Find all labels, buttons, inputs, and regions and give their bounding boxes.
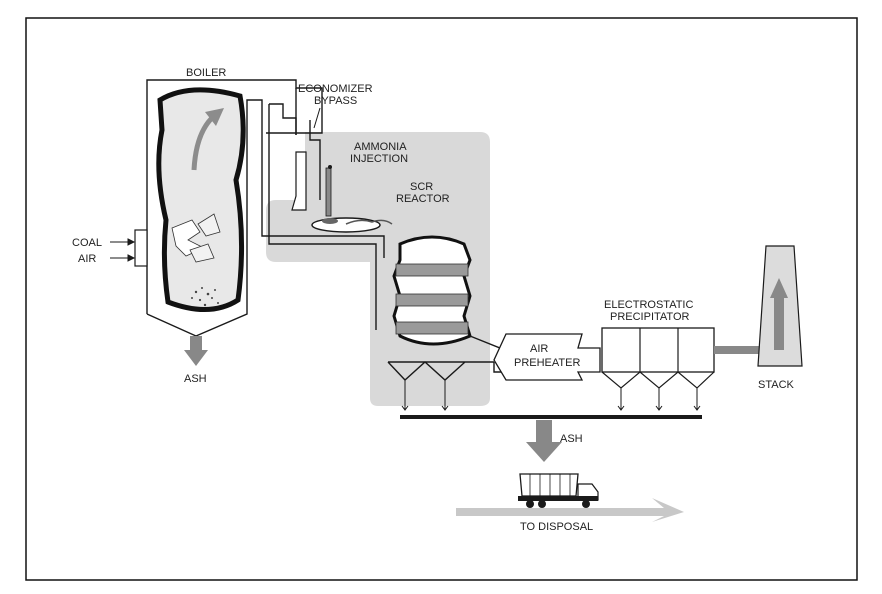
air-preheater-label-line1: AIR: [530, 343, 548, 355]
boiler-label: BOILER: [186, 67, 226, 79]
ammonia-label-line2: INJECTION: [350, 153, 408, 165]
air-label: AIR: [78, 253, 96, 265]
stack-duct: [714, 346, 780, 354]
stack-label: STACK: [758, 379, 795, 391]
stack-flue-arrowhead: [770, 278, 788, 298]
coal-label: COAL: [72, 237, 102, 249]
furnace-gas-arrowhead: [205, 108, 224, 126]
air-preheater: [493, 333, 601, 381]
burner-flame-icon: [171, 213, 221, 263]
ash-collection-label: ASH: [560, 433, 583, 445]
ammonia-injection-base: [322, 218, 338, 224]
furnace-flame-outline: [156, 87, 246, 313]
economizer-bypass-duct: [295, 88, 321, 200]
esp-label-line2: PRECIPITATOR: [610, 311, 690, 323]
economizer-label-line1: ECONOMIZER: [298, 83, 373, 95]
stack-flue-arrow: [774, 296, 784, 350]
boiler-ash-arrow-head: [184, 350, 208, 366]
disposal-road-arrow: [456, 498, 684, 522]
economizer-label-line2: BYPASS: [314, 95, 357, 107]
economizer-bypass-pointer: [313, 107, 321, 129]
scr-label-line1: SCR: [410, 181, 433, 193]
ash-drop-lines: [401, 380, 701, 411]
boiler-ash-arrow-shaft: [190, 336, 202, 352]
ammonia-injection-point: [328, 165, 332, 169]
ammonia-label-line1: AMMONIA: [354, 141, 407, 153]
air-preheater-label-line2: PREHEATER: [514, 357, 580, 369]
scr-catalyst-layers: [395, 263, 469, 335]
economizer-bank: [291, 151, 307, 211]
ammonia-mix-wisp: [345, 219, 393, 225]
coal-air-inlet-arrows: [110, 238, 136, 262]
scr-inlet-duct: [306, 235, 385, 330]
to-disposal-label: TO DISPOSAL: [520, 521, 593, 533]
boiler-ash-label: ASH: [184, 373, 207, 385]
ash-down-arrow-head: [526, 442, 562, 462]
ammonia-injection-grid: [311, 217, 381, 233]
ash-particles-icon: [191, 287, 219, 307]
scr-label-line2: REACTOR: [396, 193, 450, 205]
dump-truck-icon: [518, 473, 599, 508]
ash-down-arrow-shaft: [536, 420, 552, 442]
ash-conveyor: [400, 415, 702, 419]
electrostatic-precipitator: [601, 327, 715, 389]
coal-inlet-port: [134, 229, 148, 267]
esp-label-line1: ELECTROSTATIC: [604, 299, 693, 311]
ammonia-injection-pipe: [325, 167, 332, 217]
